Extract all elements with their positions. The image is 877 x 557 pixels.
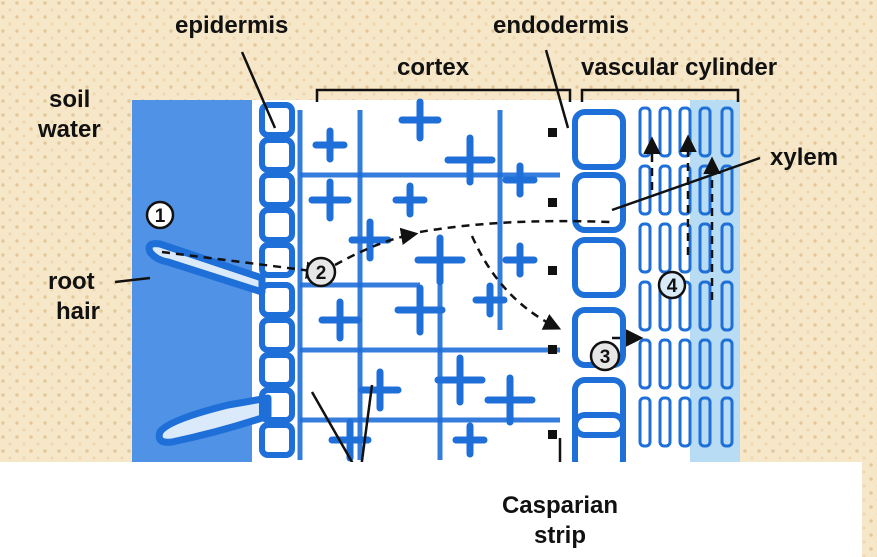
label-cortex: cortex — [397, 56, 469, 80]
step-marker-4: 4 — [659, 272, 685, 298]
label-casparian: Casparian — [502, 494, 618, 518]
label-xylem: xylem — [770, 146, 838, 170]
label-vascular-cylinder: vascular cylinder — [581, 56, 777, 80]
label-root: root — [48, 270, 95, 294]
step-marker-2: 2 — [307, 258, 335, 286]
label-endodermis: endodermis — [493, 14, 629, 38]
label-hair: hair — [56, 300, 100, 324]
step-marker-3: 3 — [591, 342, 619, 370]
caption-panel — [0, 462, 862, 557]
label-epidermis: epidermis — [175, 14, 288, 38]
step-number-2: 2 — [316, 263, 327, 284]
step-marker-1: 1 — [147, 202, 173, 228]
label-soil: soil — [49, 88, 90, 112]
label-water: water — [38, 118, 101, 142]
label-strip: strip — [534, 524, 586, 548]
step-number-1: 1 — [155, 206, 166, 227]
step-number-4: 4 — [667, 276, 678, 297]
step-number-3: 3 — [600, 347, 611, 368]
